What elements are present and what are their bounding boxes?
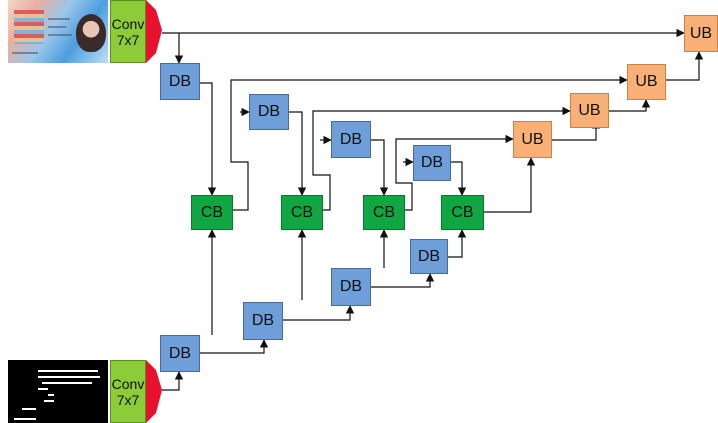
card-flag-graphic [14,10,44,44]
conv-top-label: Conv [111,15,145,32]
wire-db4-to-cb4 [451,161,467,196]
combine-block-2: CB [281,195,323,230]
dense-block-top-2: DB [249,94,289,130]
upsample-block-2: UB [570,93,609,128]
wire-dbb1-to-dbb2 [200,339,269,354]
wire-ub3-to-ub4 [666,51,704,81]
dense-block-top-3: DB [331,121,371,158]
upsample-block-4: UB [684,15,718,52]
upsample-block-1: UB [513,121,552,158]
conv-top-kernel: 7x7 [116,31,140,48]
wire-db1-to-cb1 [200,82,217,196]
wire-cb3-to-ub2 [395,134,514,211]
wire-cb4-to-ub1 [484,157,536,213]
wire-dbb3-to-dbb4 [371,273,435,288]
dense-block-top-4: DB [413,145,451,181]
wire-cb2-to-ub3 [312,106,571,211]
wire-cb1-to-ub4 [230,75,628,211]
conv-top-output-wedge [146,0,162,63]
dense-block-top-1: DB [160,63,200,100]
wire-ub2-to-ub3 [609,99,651,112]
conv-bottom-output-wedge [146,360,162,423]
upsample-block-3: UB [627,64,666,100]
conv-7x7-bottom: Conv 7x7 [110,360,146,423]
combine-block-4: CB [441,195,484,230]
dense-block-bottom-4: DB [410,239,448,274]
input-id-card-image [8,0,108,63]
dense-block-bottom-2: DB [243,302,283,340]
input-mask-image [8,360,108,423]
dense-block-bottom-3: DB [331,268,371,306]
combine-block-3: CB [363,195,405,230]
wire-db2-to-cb2 [289,111,307,196]
conv-7x7-top: Conv 7x7 [110,0,146,63]
wire-convb-to-dbb1 [162,371,184,391]
card-portrait [76,14,106,52]
wire-db3-to-cb3 [371,139,389,196]
conv-bottom-label: Conv [111,375,145,392]
wire-dbb4-to-cb4 [448,229,467,258]
wire-dbb2-to-dbb3 [283,305,355,321]
dense-block-bottom-1: DB [160,335,200,372]
combine-block-1: CB [191,195,233,230]
conv-bottom-kernel: 7x7 [116,391,140,408]
